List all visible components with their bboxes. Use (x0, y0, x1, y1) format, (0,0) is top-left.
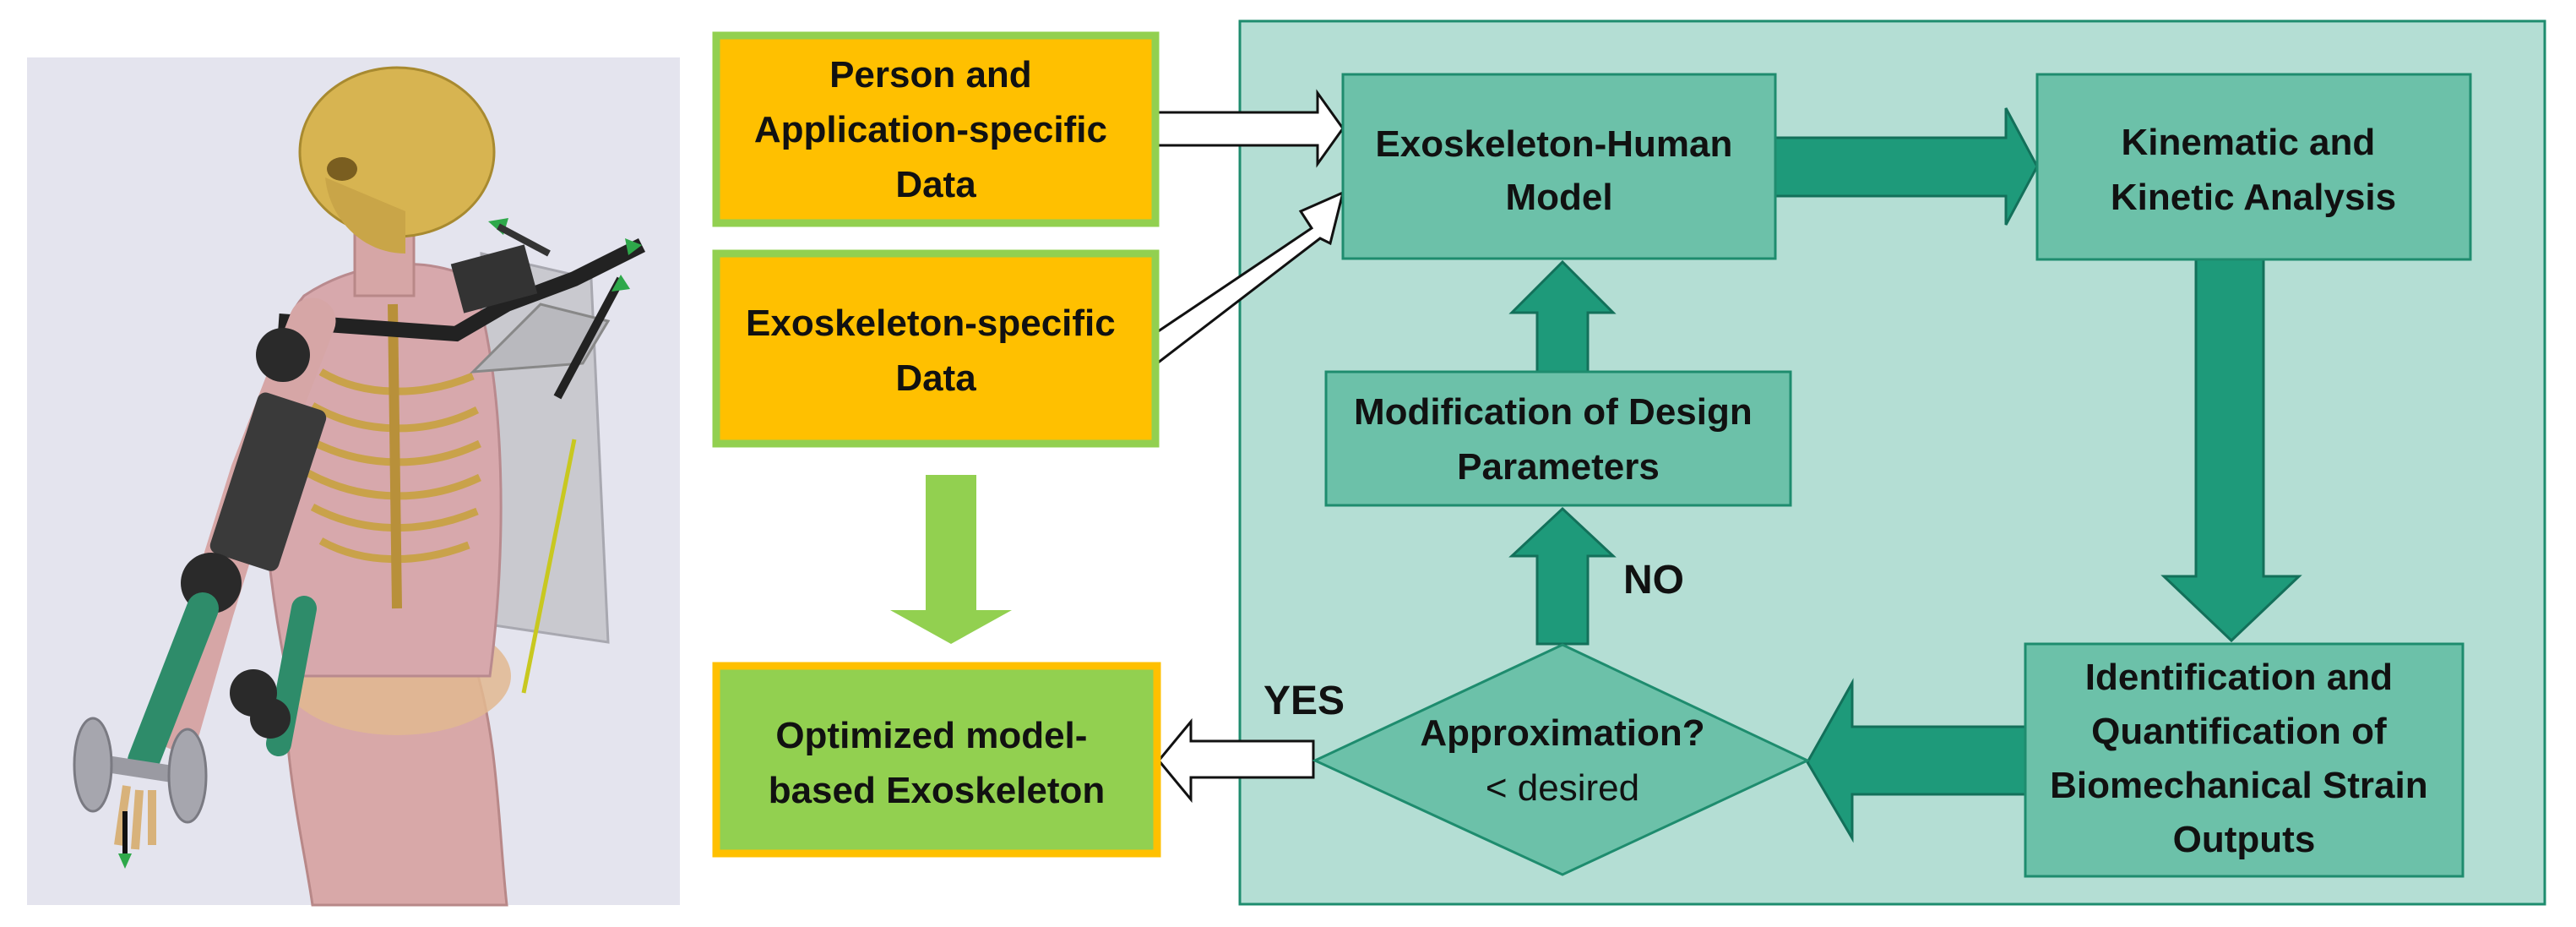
process-arrows (1508, 107, 2302, 843)
input-arrows (1139, 89, 1345, 804)
exoskeleton-frame (278, 218, 646, 694)
arrow-modification-to-model (1508, 259, 1617, 374)
decision-criterion: < desired (1486, 767, 1639, 809)
model-label: Exoskeleton-Human Model (1375, 123, 1742, 218)
exoskeleton-arm (128, 297, 336, 777)
force-arrow-head (611, 275, 630, 292)
dumbbell (73, 717, 208, 824)
person-data-label: Person and Application-specific Data (754, 54, 1117, 205)
arrow-analysis-to-identification (2160, 258, 2302, 643)
modification-box: Modification of Design Parameters (1324, 370, 1792, 507)
exoskeleton-model-illustration (27, 57, 680, 907)
analysis-label: Kinematic and Kinetic Analysis (2111, 122, 2396, 218)
rib-cage (306, 303, 481, 609)
shoulder-joint (256, 328, 310, 382)
arrow-decision-to-output (1157, 717, 1315, 804)
jaw (325, 177, 405, 254)
approximation-decision: Approximation? < desired (1312, 643, 1811, 876)
forearm-brace (128, 592, 219, 777)
modification-label: Modification of Design Parameters (1354, 391, 1763, 488)
arrow-decision-to-modification (1508, 506, 1617, 646)
arm-actuator (209, 392, 327, 571)
exo-data-label: Exoskeleton-specific Data (746, 303, 1126, 399)
kinematic-analysis-box: Kinematic and Kinetic Analysis (2035, 73, 2472, 261)
arrow-exo-data-to-model (1139, 190, 1345, 366)
exoskeleton-human-model-box: Exoskeleton-Human Model (1341, 73, 1777, 260)
force-arrows (118, 811, 132, 869)
person-data-box: Person and Application-specific Data (712, 31, 1160, 227)
force-arrow-head (625, 238, 642, 255)
arrow-model-to-analysis (1774, 107, 2039, 226)
decision-question: Approximation? (1420, 712, 1704, 754)
eye-socket (327, 157, 357, 181)
optimized-exoskeleton-label: Optimized model- based Exoskeleton (769, 715, 1106, 811)
arrow-person-data-to-model (1154, 89, 1345, 168)
arrow-identification-to-decision (1806, 678, 2027, 843)
identification-box: Identification and Quantification of Bio… (2024, 642, 2465, 878)
arrow-inputs-to-output (890, 475, 1012, 644)
exo-data-box: Exoskeleton-specific Data (712, 249, 1160, 448)
yes-label: YES (1264, 679, 1345, 723)
identification-label: Identification and Quantification of Bio… (2050, 657, 2438, 860)
no-label: NO (1623, 558, 1684, 603)
optimized-exoskeleton-box: Optimized model- based Exoskeleton (712, 662, 1161, 858)
